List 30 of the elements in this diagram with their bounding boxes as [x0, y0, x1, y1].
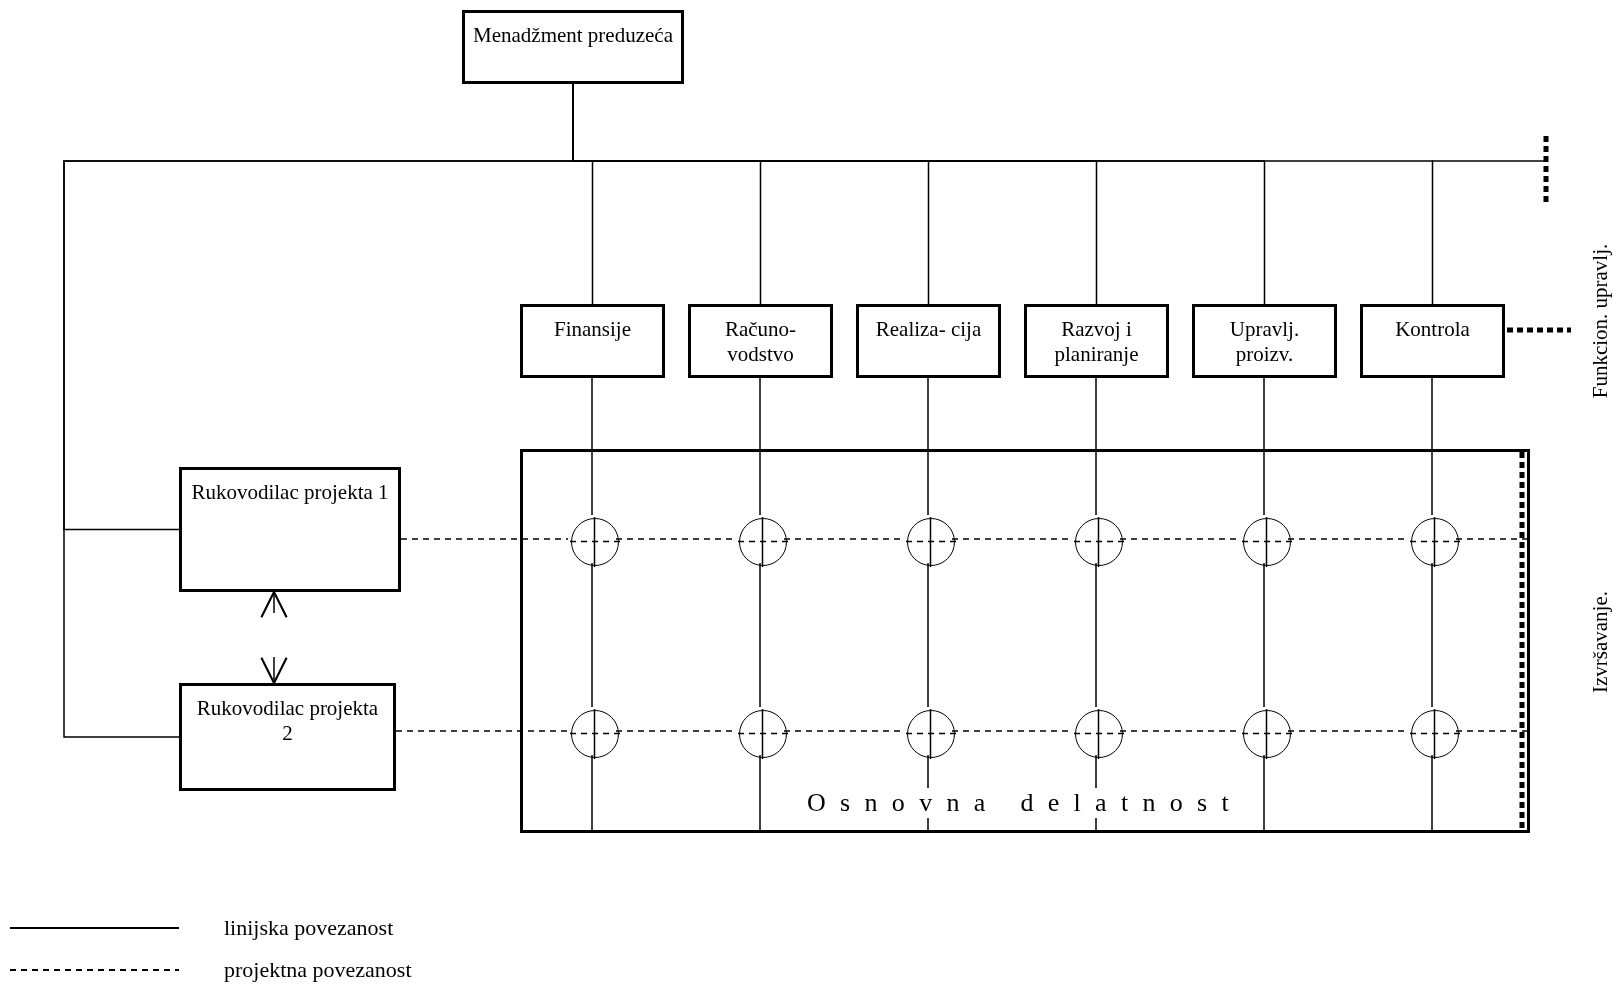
- connector-line: [1431, 562, 1433, 708]
- org-box: Razvoj i planiranje: [1024, 304, 1169, 378]
- org-box: Kontrola: [1360, 304, 1505, 378]
- side-label: Izvršavanje.: [1587, 591, 1613, 693]
- org-box: Finansije: [520, 304, 665, 378]
- side-label: Funkcion. upravlj.: [1587, 243, 1613, 399]
- connector-line: [1095, 377, 1097, 516]
- legend-label: linijska povezanost: [224, 914, 394, 942]
- org-box: Računo- vodstvo: [688, 304, 833, 378]
- legend-label: projektna povezanost: [224, 956, 412, 984]
- connector-line: [759, 377, 761, 516]
- arrow: [260, 590, 288, 619]
- dashed-connector: [400, 538, 569, 540]
- connector-line: [927, 377, 929, 516]
- connector-line: [1263, 377, 1265, 516]
- connector-line: [591, 562, 593, 708]
- arrow: [260, 656, 288, 685]
- connector-line: [927, 562, 929, 708]
- area-box: [520, 449, 1530, 833]
- org-box: Rukovodilac projekta 1: [179, 467, 401, 592]
- connector-line: [1263, 562, 1265, 708]
- org-box: Realiza- cija: [856, 304, 1001, 378]
- connector-line: [1431, 377, 1433, 516]
- org-box: Upravlj. proizv.: [1192, 304, 1337, 378]
- connector-line: [759, 562, 761, 708]
- org-box: Rukovodilac projekta 2: [179, 683, 396, 791]
- org-box: Menadžment preduzeća: [462, 10, 684, 84]
- dashed-connector: [395, 730, 569, 732]
- connector-line: [1095, 562, 1097, 708]
- connector-line: [591, 377, 593, 516]
